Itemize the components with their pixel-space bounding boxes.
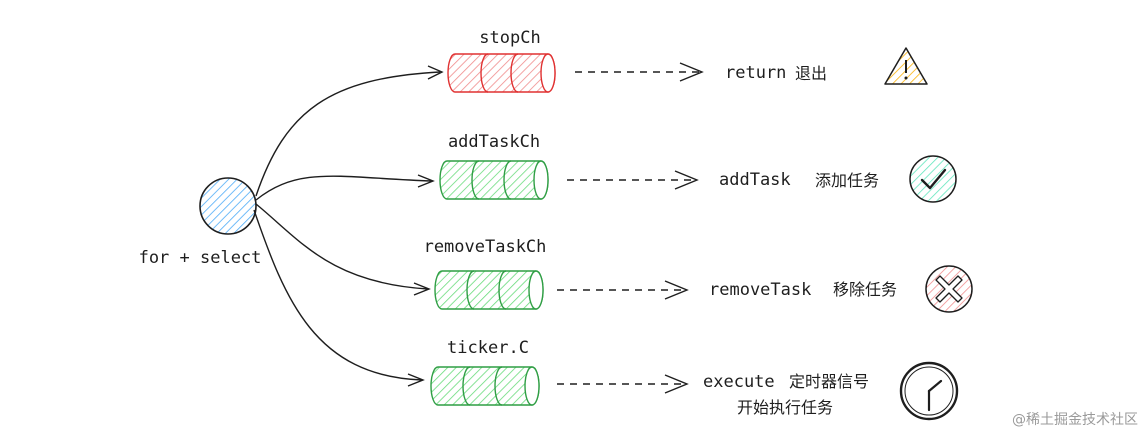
channel-name-stopch: stopCh: [479, 28, 540, 48]
select-hub: [199, 177, 257, 235]
connector-tickerc: [253, 209, 425, 387]
channel-name-removetaskch: removeTaskCh: [424, 237, 547, 257]
connector-removetaskch: [255, 203, 431, 296]
clock-icon: [899, 361, 959, 421]
dashed-arrow-removetaskch: [557, 280, 689, 300]
action-addtaskch: addTask: [719, 170, 791, 190]
dashed-arrow-addtaskch: [567, 170, 699, 190]
channel-name-tickerc: ticker.C: [447, 338, 529, 358]
connector-stopch: [255, 65, 444, 197]
channel-tickerc: [430, 366, 540, 406]
desc-addtaskch: 添加任务: [815, 171, 879, 190]
channel-addtaskch: [439, 160, 549, 200]
desc-stopch: 退出: [795, 64, 827, 83]
dashed-arrow-stopch: [575, 62, 704, 82]
desc-removetaskch: 移除任务: [833, 280, 897, 299]
dashed-arrow-tickerc: [557, 374, 689, 394]
channel-stopch: [447, 53, 556, 93]
checkmark-icon: [909, 155, 957, 203]
hub-label: for + select: [139, 248, 262, 268]
desc2-tickerc: 开始执行任务: [737, 398, 833, 417]
channel-name-addtaskch: addTaskCh: [448, 132, 540, 152]
watermark: @稀土掘金技术社区: [1012, 412, 1138, 428]
action-stopch: return: [725, 63, 786, 83]
warning-icon: [884, 47, 928, 85]
channel-removetaskch: [434, 270, 544, 310]
action-tickerc: execute: [703, 372, 775, 392]
action-removetaskch: removeTask: [709, 280, 811, 300]
desc-tickerc: 定时器信号: [789, 372, 869, 391]
cross-icon: [925, 265, 973, 313]
connector-addtaskch: [255, 174, 435, 201]
